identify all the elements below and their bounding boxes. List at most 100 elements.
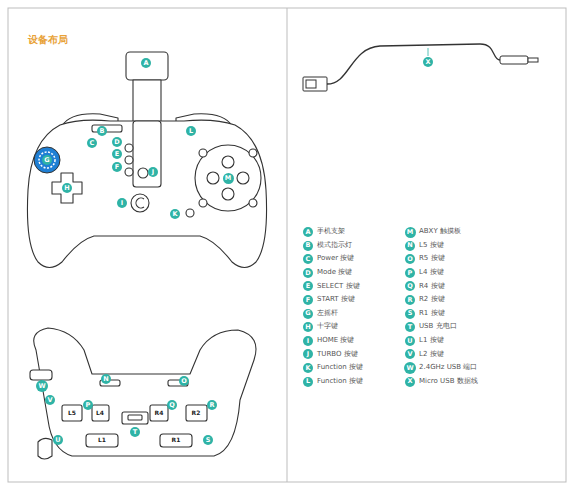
callout-circle: A bbox=[141, 58, 151, 68]
callout-letter: V bbox=[47, 397, 52, 404]
callout-letter: P bbox=[86, 402, 91, 409]
button-label: R2 bbox=[192, 410, 201, 417]
callout-letter: S bbox=[206, 437, 211, 444]
callout-circle: K bbox=[170, 209, 180, 219]
callout-letter: U bbox=[407, 338, 412, 345]
part-description: R1 按键 bbox=[419, 310, 445, 318]
callout-circle: N bbox=[405, 241, 415, 251]
callout-circle: V bbox=[405, 349, 415, 359]
part-description: L5 按键 bbox=[419, 242, 444, 250]
part-description: Mode 按键 bbox=[317, 269, 352, 277]
callout-circle: E bbox=[112, 149, 122, 159]
part-description: HOME 按键 bbox=[317, 337, 354, 345]
callout-circle: L bbox=[303, 377, 313, 387]
callout-circle: R bbox=[405, 295, 415, 305]
callout-circle: X bbox=[405, 377, 415, 387]
part-description: L2 按键 bbox=[419, 351, 444, 359]
callout-letter: A bbox=[143, 60, 148, 67]
callout-circle: B bbox=[303, 241, 313, 251]
callout-letter: W bbox=[406, 365, 413, 372]
part-description: TURBO 按键 bbox=[317, 351, 358, 359]
callout-letter: U bbox=[55, 437, 60, 444]
part-description: L4 按键 bbox=[419, 269, 444, 277]
page-title: 设备布局 bbox=[28, 33, 68, 47]
part-description: 左摇杆 bbox=[317, 310, 338, 318]
callout-circle: H bbox=[62, 183, 72, 193]
callout-letter: O bbox=[407, 256, 413, 263]
callout-circle: M bbox=[405, 227, 416, 238]
callout-circle: O bbox=[179, 376, 189, 386]
callout-circle: X bbox=[423, 57, 433, 67]
callout-letter: G bbox=[305, 310, 310, 317]
callout-circle: O bbox=[405, 254, 415, 264]
callout-circle: E bbox=[303, 281, 313, 291]
callout-letter: W bbox=[38, 383, 45, 390]
part-description: 模式指示灯 bbox=[317, 242, 352, 250]
part-description: Micro USB 数据线 bbox=[419, 378, 478, 386]
part-description: Power 按键 bbox=[317, 255, 354, 263]
part-description: Function 按键 bbox=[317, 378, 363, 386]
callout-letter: K bbox=[172, 211, 177, 218]
callout-circle: T bbox=[405, 322, 415, 332]
part-description: START 按键 bbox=[317, 296, 355, 304]
callout-circle: A bbox=[303, 227, 313, 237]
callout-circle: F bbox=[112, 162, 122, 172]
callout-circle: C bbox=[303, 254, 313, 264]
callout-circle: S bbox=[203, 435, 213, 445]
callout-circle: U bbox=[405, 336, 415, 346]
callout-circle: D bbox=[303, 268, 313, 278]
callout-letter: A bbox=[305, 229, 310, 236]
callout-circle: H bbox=[303, 322, 313, 332]
callout-letter: J bbox=[307, 351, 309, 358]
callout-circle: N bbox=[101, 374, 111, 384]
callout-letter: G bbox=[44, 157, 49, 164]
part-description: R2 按键 bbox=[419, 296, 445, 304]
callout-circle: I bbox=[303, 336, 313, 346]
callout-circle: J bbox=[148, 167, 158, 177]
callout-circle: B bbox=[97, 126, 107, 136]
callout-circle: W bbox=[404, 362, 416, 374]
callout-letter: S bbox=[408, 310, 413, 317]
callout-circle: R bbox=[207, 400, 217, 410]
callout-letter: V bbox=[407, 351, 412, 358]
button-label: L5 bbox=[68, 410, 76, 417]
callout-circle: W bbox=[36, 380, 48, 392]
callout-letter: E bbox=[306, 283, 310, 290]
callout-letter: L bbox=[189, 128, 193, 135]
callout-letter: F bbox=[115, 164, 119, 171]
callout-letter: T bbox=[408, 324, 412, 331]
callout-circle: I bbox=[117, 198, 127, 208]
callout-circle: V bbox=[45, 395, 55, 405]
callout-letter: P bbox=[408, 270, 413, 277]
callout-circle: D bbox=[112, 137, 122, 147]
callout-letter: N bbox=[407, 242, 412, 249]
part-description: R4 按键 bbox=[419, 283, 445, 291]
callout-letter: B bbox=[100, 128, 105, 135]
callout-letter: B bbox=[306, 242, 311, 249]
callout-circle: P bbox=[405, 268, 415, 278]
callout-letter: J bbox=[152, 169, 154, 176]
button-label: L4 bbox=[96, 410, 104, 417]
callout-letter: H bbox=[64, 185, 69, 192]
callout-letter: L bbox=[306, 378, 310, 385]
callout-letter: I bbox=[121, 200, 123, 207]
callout-letter: I bbox=[307, 338, 309, 345]
callout-letter: X bbox=[425, 59, 430, 66]
part-description: L1 按键 bbox=[419, 337, 444, 345]
callout-circle: P bbox=[83, 400, 93, 410]
callout-letter: D bbox=[114, 139, 119, 146]
button-label: R4 bbox=[155, 410, 164, 417]
callout-circle: U bbox=[53, 435, 63, 445]
part-description: SELECT 按键 bbox=[317, 283, 360, 291]
callout-letter: M bbox=[407, 229, 413, 236]
part-description: Function 按键 bbox=[317, 364, 363, 372]
callout-circle: K bbox=[303, 363, 313, 373]
part-description: USB 充电口 bbox=[419, 323, 457, 331]
callout-circle: M bbox=[223, 173, 234, 184]
part-description: 十字键 bbox=[317, 323, 338, 331]
part-description: 2.4GHz USB 端口 bbox=[419, 364, 477, 372]
button-label: L1 bbox=[98, 437, 106, 444]
callout-letter: Q bbox=[169, 402, 175, 409]
callout-circle: G bbox=[303, 309, 313, 319]
